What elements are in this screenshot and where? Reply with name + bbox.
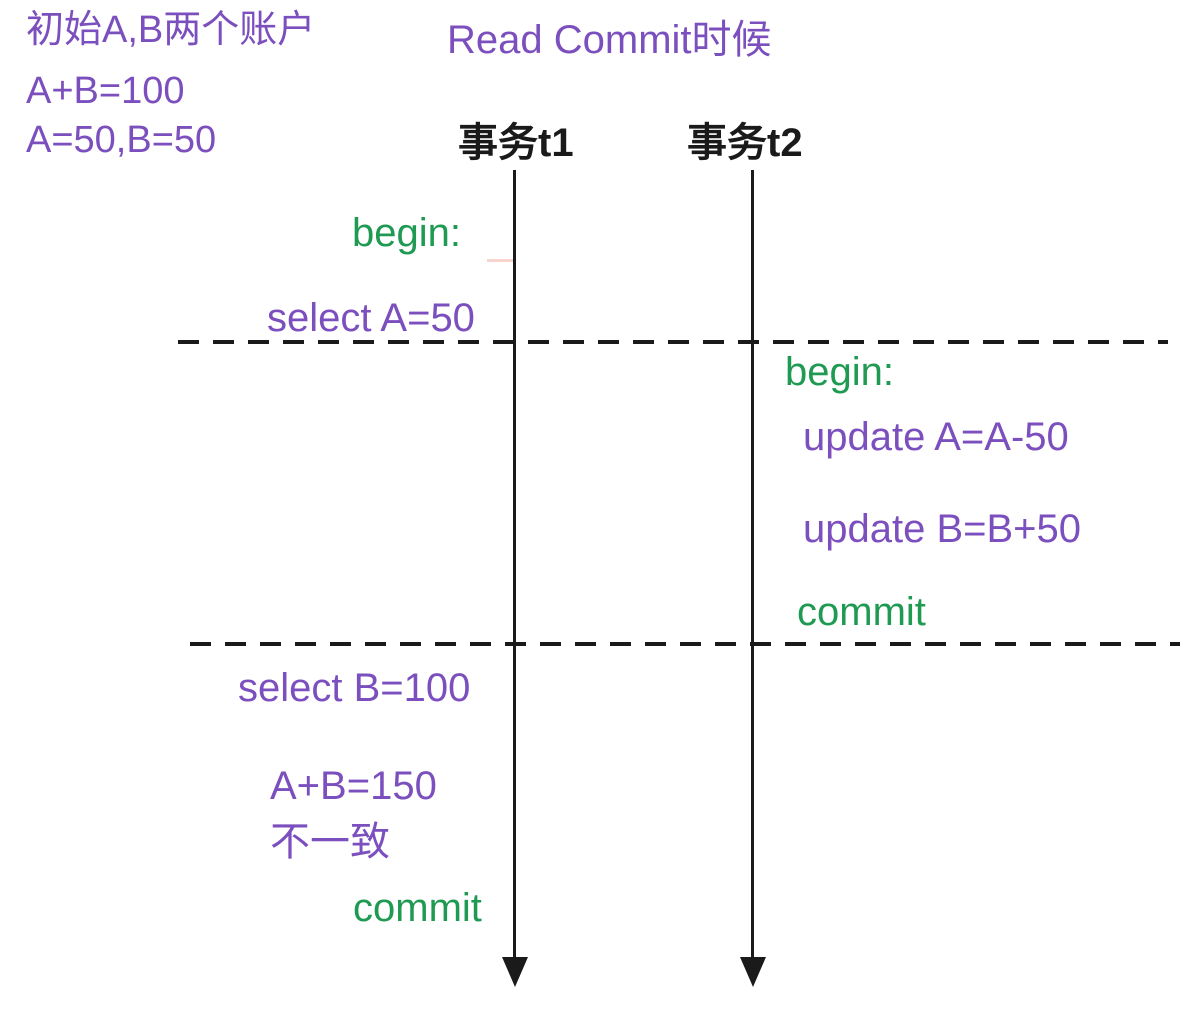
t2-commit-label: commit <box>797 590 926 634</box>
t1-select-b-label: select B=100 <box>238 666 471 710</box>
diagram-title: Read Commit时候 <box>447 18 772 62</box>
t1-select-a-label: select A=50 <box>267 296 475 340</box>
lifeline-t1 <box>513 170 516 958</box>
t2-update-b-label: update B=B+50 <box>803 507 1082 551</box>
t2-begin-label: begin: <box>785 350 894 394</box>
dashed-separator-2 <box>190 642 1180 646</box>
lifeline-t2 <box>751 170 754 958</box>
stray-pink-mark <box>487 259 513 262</box>
lane-header-t2: 事务t2 <box>687 121 803 165</box>
intro-note-accounts: 初始A,B两个账户 <box>26 9 316 51</box>
t1-inconsistent-label: 不一致 <box>270 820 390 864</box>
t1-begin-label: begin: <box>352 211 461 255</box>
arrowhead-down-t2-icon <box>740 957 766 987</box>
intro-note-sum: A+B=100 <box>26 70 185 112</box>
arrowhead-down-t1-icon <box>502 957 528 987</box>
t1-sum-label: A+B=150 <box>270 764 437 808</box>
t1-commit-label: commit <box>353 886 482 930</box>
dashed-separator-1 <box>178 340 1168 344</box>
intro-note-values: A=50,B=50 <box>26 119 217 161</box>
t2-update-a-label: update A=A-50 <box>803 415 1069 459</box>
lane-header-t1: 事务t1 <box>458 121 574 165</box>
